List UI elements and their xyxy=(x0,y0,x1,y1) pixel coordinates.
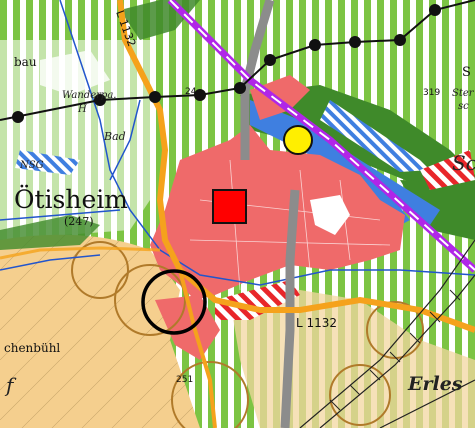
town-label: Ötisheim xyxy=(14,185,128,214)
rail-line-south xyxy=(280,189,300,428)
elevation-24-label: 24 xyxy=(185,87,197,97)
brown-circles xyxy=(71,241,424,428)
power-line xyxy=(0,0,475,123)
road-west xyxy=(0,246,161,260)
elevation-251-label: 251 xyxy=(176,375,193,385)
elevation-319-label: 319 xyxy=(423,88,440,98)
bad-label: Bad xyxy=(103,130,126,143)
open-land-area xyxy=(0,40,150,240)
railway-ticks xyxy=(329,289,461,411)
settlement-area xyxy=(150,125,405,300)
ster-label: Ster xyxy=(452,88,475,99)
planned-development-east xyxy=(420,150,475,190)
sc-label: sc xyxy=(458,101,469,112)
planned-water-area xyxy=(320,100,430,172)
rail-line-north xyxy=(240,0,275,160)
road-label: L 1132 xyxy=(296,316,337,330)
hiking-label: Wanderpa. xyxy=(62,90,116,101)
forest-edge-left xyxy=(0,215,100,250)
hiking-label-h: H xyxy=(77,104,87,115)
erles-label: Erles xyxy=(407,373,463,395)
water-hatch-left xyxy=(15,150,80,175)
town-elevation-label: (247) xyxy=(64,215,94,228)
settlement-marker-square[interactable] xyxy=(212,189,247,224)
planned-development-south xyxy=(215,280,300,320)
purple-route-dash xyxy=(169,0,475,271)
point-marker-circle[interactable] xyxy=(283,125,313,155)
bau-label: bau xyxy=(14,55,37,69)
railway-bottom-right xyxy=(299,239,475,428)
town-square xyxy=(310,195,350,235)
road-l1132 xyxy=(117,0,475,333)
road-branch xyxy=(178,269,217,428)
s-label: S xyxy=(462,65,471,80)
highlight-ring[interactable] xyxy=(141,269,207,335)
chenbuhl-label: chenbühl xyxy=(4,341,60,355)
settlement-north xyxy=(250,75,310,120)
open-land-north xyxy=(40,50,110,95)
sch-label: Sc xyxy=(452,151,475,175)
nsg-label: NSG xyxy=(19,160,44,171)
